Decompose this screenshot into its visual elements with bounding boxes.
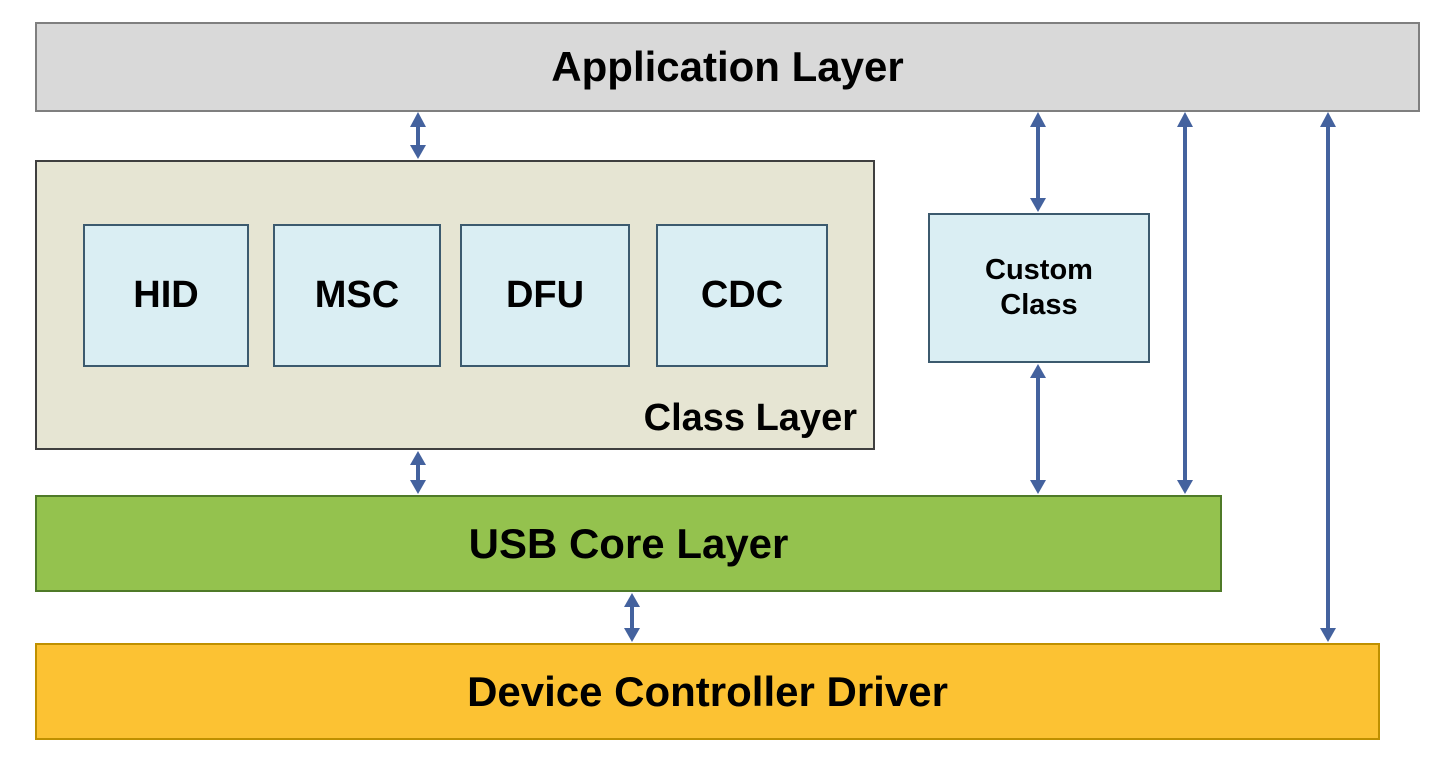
application-layer-label: Application Layer — [551, 43, 904, 90]
custom-class-box: Custom Class — [928, 213, 1150, 363]
usb-core-layer-label: USB Core Layer — [468, 519, 789, 567]
device-controller-driver-label: Device Controller Driver — [467, 667, 948, 715]
class-box-msc-label: MSC — [314, 274, 400, 316]
class-box-hid-label: HID — [133, 274, 199, 316]
class-box-dfu-label: DFU — [505, 274, 585, 316]
class-layer-label: Class Layer — [643, 397, 857, 439]
arrow-usbcore-devicedriver-icon — [624, 593, 640, 642]
class-box-cdc: CDC — [656, 224, 828, 367]
custom-class-label: Custom Class — [985, 254, 1093, 321]
arrow-application-class-icon — [410, 112, 426, 159]
class-box-cdc-label: CDC — [700, 274, 784, 316]
class-box-dfu: DFU — [460, 224, 630, 367]
application-layer: Application Layer — [35, 22, 1420, 112]
arrow-class-usbcore-icon — [410, 451, 426, 494]
arrow-application-usbcore-icon — [1177, 112, 1193, 494]
class-box-hid: HID — [83, 224, 249, 367]
usb-core-layer: USB Core Layer — [35, 495, 1222, 592]
class-box-msc: MSC — [273, 224, 441, 367]
arrow-application-devicedriver-icon — [1320, 112, 1336, 642]
class-layer: HID MSC DFU CDC Class Layer — [35, 160, 875, 450]
arrow-customclass-usbcore-icon — [1030, 364, 1046, 494]
arrow-application-customclass-icon — [1030, 112, 1046, 212]
device-controller-driver: Device Controller Driver — [35, 643, 1380, 740]
